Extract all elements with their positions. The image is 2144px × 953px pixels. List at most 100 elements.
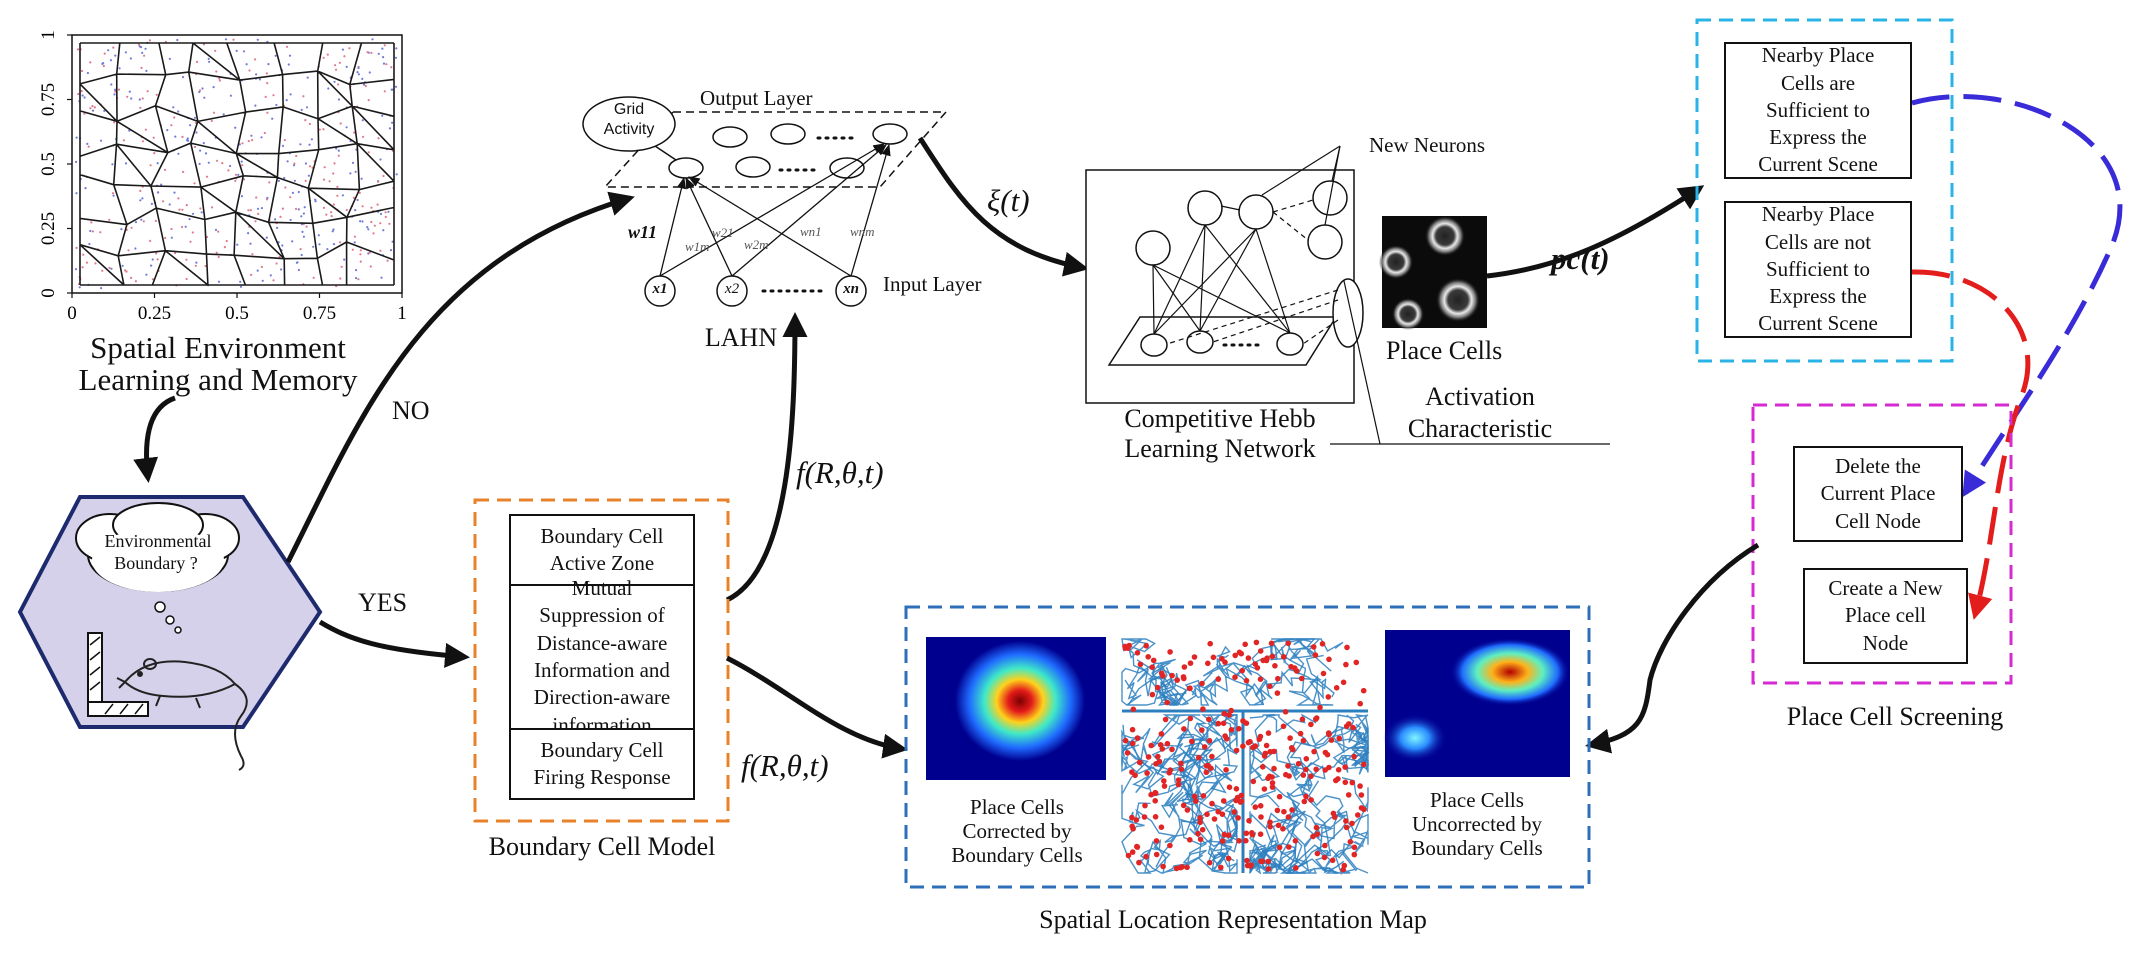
trajectory-point <box>1347 839 1354 845</box>
boundary-box2-line1: Mutual <box>571 576 633 601</box>
env-point <box>110 83 113 86</box>
trajectory-point <box>1219 811 1226 817</box>
env-point <box>150 264 153 267</box>
env-point <box>284 186 287 189</box>
trajectory-point <box>1180 674 1187 680</box>
env-point <box>107 49 110 52</box>
env-point <box>371 38 374 41</box>
trajectory-point <box>1269 780 1276 786</box>
trajectory-point <box>1303 766 1309 773</box>
trajectory-point <box>1326 656 1332 663</box>
weight-wn1: wn1 <box>800 224 822 239</box>
trajectory-point <box>1178 766 1185 772</box>
env-point <box>388 127 392 130</box>
env-point <box>256 38 259 41</box>
env-point <box>299 248 302 251</box>
env-point <box>272 279 275 282</box>
trajectory-point <box>1308 773 1314 780</box>
trajectory-point <box>1145 654 1151 660</box>
env-point <box>225 239 228 243</box>
y-tick-label: 0.25 <box>38 212 59 245</box>
env-point <box>377 52 380 55</box>
arrow-no-to-lahn <box>285 191 635 564</box>
trajectory-point <box>1153 838 1160 844</box>
trajectory-point <box>1260 764 1266 770</box>
env-point <box>227 169 230 172</box>
boundary-box1-line2: Active Zone <box>549 551 655 575</box>
map-left-line3: Boundary Cells <box>951 843 1083 867</box>
env-point <box>157 191 160 194</box>
trajectory-point <box>1308 721 1314 728</box>
env-point <box>322 56 325 59</box>
trajectory-point <box>1132 772 1138 779</box>
trajectory-path <box>1121 638 1187 702</box>
env-point <box>189 124 192 127</box>
boundary-box2-line4: Information and <box>534 658 670 682</box>
env-point <box>358 191 361 194</box>
env-point <box>199 149 202 152</box>
create-line3: Node <box>1862 630 1909 655</box>
env-point <box>265 72 268 75</box>
env-point <box>170 236 173 239</box>
trajectory-point <box>1288 745 1295 751</box>
env-point <box>113 121 116 124</box>
env-point <box>229 164 232 168</box>
scene-sufficient-box: Nearby Place Cells are Sufficient to Exp… <box>1724 42 1912 179</box>
trajectory-point <box>1197 815 1203 821</box>
trajectory-point <box>1137 759 1143 766</box>
env-point <box>76 48 80 51</box>
env-point <box>287 63 290 66</box>
trajectory-point <box>1272 663 1278 669</box>
trajectory-point <box>1187 837 1193 843</box>
env-point <box>202 43 205 46</box>
env-point <box>368 251 371 254</box>
env-point <box>322 128 325 131</box>
env-point <box>288 54 292 57</box>
env-point <box>370 206 373 209</box>
env-point <box>75 136 78 139</box>
env-point <box>193 145 197 149</box>
env-point <box>127 249 130 252</box>
trajectory-point <box>1355 812 1361 818</box>
trajectory-point <box>1134 650 1141 656</box>
env-point <box>297 208 300 211</box>
trajectory-point <box>1149 664 1155 670</box>
env-point <box>139 189 142 192</box>
env-point <box>144 128 147 131</box>
trajectory-point <box>1261 786 1268 792</box>
env-point <box>297 268 300 272</box>
trajectory-path <box>1249 713 1317 808</box>
trajectory-point <box>1158 824 1165 830</box>
env-point <box>108 266 111 269</box>
env-point <box>174 251 177 255</box>
env-point <box>248 69 251 72</box>
env-point <box>139 46 143 49</box>
trajectory-point <box>1149 691 1156 698</box>
env-point <box>224 38 228 41</box>
env-point <box>86 142 89 145</box>
env-point <box>361 220 364 223</box>
env-point <box>359 260 362 263</box>
env-point <box>300 215 303 218</box>
env-point <box>391 240 394 243</box>
env-point <box>337 154 340 157</box>
env-point <box>274 54 277 57</box>
env-point <box>134 280 137 283</box>
env-point <box>247 209 250 212</box>
env-point <box>281 144 285 147</box>
env-point <box>318 128 321 131</box>
env-point <box>234 126 237 129</box>
boundary-box3-line2: Firing Response <box>533 765 671 789</box>
env-point <box>379 158 382 161</box>
y-tick-label: 0 <box>38 288 59 298</box>
env-point <box>318 243 321 246</box>
arrow-screening-to-map <box>1585 542 1760 754</box>
hebb-network <box>1085 145 1610 445</box>
env-point <box>389 249 393 252</box>
env-point <box>291 240 294 243</box>
env-point <box>178 208 181 211</box>
env-point <box>381 47 384 50</box>
env-point <box>293 162 296 165</box>
env-point <box>256 269 259 272</box>
